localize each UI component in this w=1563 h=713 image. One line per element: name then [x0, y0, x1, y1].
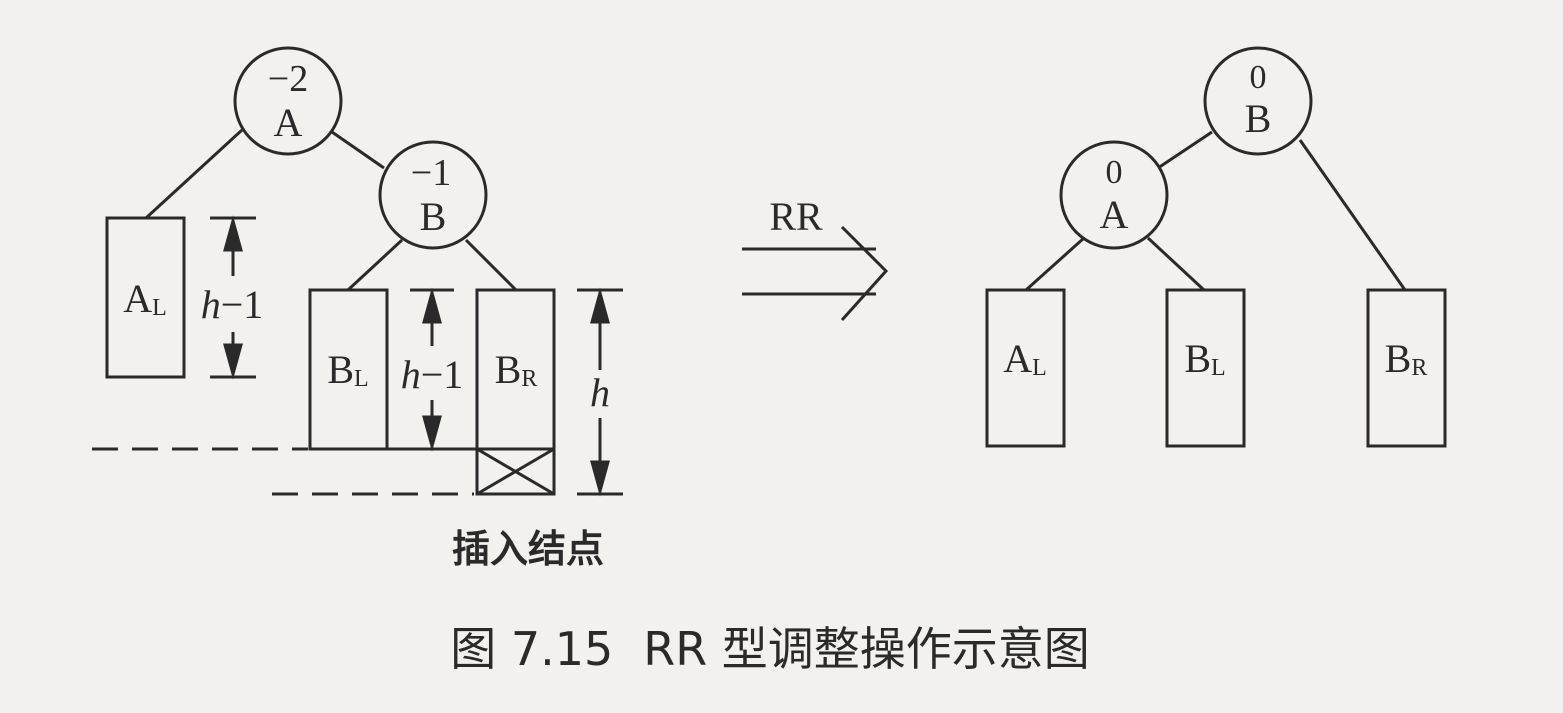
edge-B-BL [346, 238, 404, 292]
height-BL-arrow-down [422, 415, 442, 452]
after-edge-B-A [1157, 130, 1213, 170]
inserted-node-cross-2 [476, 447, 555, 496]
subtree-BL-label: BL [327, 347, 368, 392]
figure-caption: 图 7.15 RR 型调整操作示意图 [450, 622, 1090, 676]
node-B-circle [378, 140, 488, 250]
subtree-AL-label: AL [123, 276, 167, 321]
height-BR-arrow-up [590, 287, 610, 324]
after-edge-B-BR [1298, 139, 1407, 291]
height-BL-label: h−1 [401, 352, 464, 397]
subtree-BR-label: BR [495, 347, 538, 392]
node-A-circle [233, 46, 343, 156]
after-subtree-BL-label: BL [1184, 336, 1225, 381]
after-node-B-balance: 0 [1250, 59, 1267, 96]
subtree-AL-box [105, 216, 186, 379]
height-BR-arrow-down [590, 460, 610, 497]
after-node-A-balance: 0 [1106, 154, 1123, 191]
edge-A-B [331, 130, 385, 170]
node-A-balance: −2 [268, 58, 308, 100]
inserted-node-box [475, 447, 556, 496]
height-AL-arrow-up [223, 215, 243, 252]
transform-arrow-head [840, 225, 889, 322]
height-BL-arrow-up [422, 287, 442, 324]
node-B-label: B [420, 194, 447, 239]
insert-node-label: 插入结点 [452, 527, 604, 571]
edge-A-AL [144, 128, 244, 220]
transform-label: RR [769, 194, 823, 239]
height-AL-label: h−1 [201, 282, 264, 327]
figure-title: RR 型调整操作示意图 [643, 622, 1090, 676]
after-node-B-label: B [1245, 96, 1272, 141]
after-node-B-circle [1203, 46, 1313, 156]
node-A-label: A [274, 100, 303, 145]
edge-B-BR [464, 238, 518, 292]
after-edge-A-AL [1024, 236, 1086, 292]
figure-number: 图 7.15 [450, 622, 613, 676]
after-node-A-label: A [1100, 192, 1129, 237]
after-edge-A-BL [1146, 236, 1206, 292]
after-subtree-BR-label: BR [1385, 336, 1428, 381]
after-subtree-BL-box [1165, 288, 1246, 448]
after-subtree-AL-box [985, 288, 1066, 448]
height-AL-arrow-down [223, 343, 243, 380]
after-subtree-AL-label: AL [1003, 336, 1047, 381]
after-node-A-circle [1059, 140, 1169, 250]
height-BR-label: h [590, 370, 610, 415]
node-B-balance: −1 [411, 152, 451, 194]
after-subtree-BR-box [1366, 288, 1447, 448]
